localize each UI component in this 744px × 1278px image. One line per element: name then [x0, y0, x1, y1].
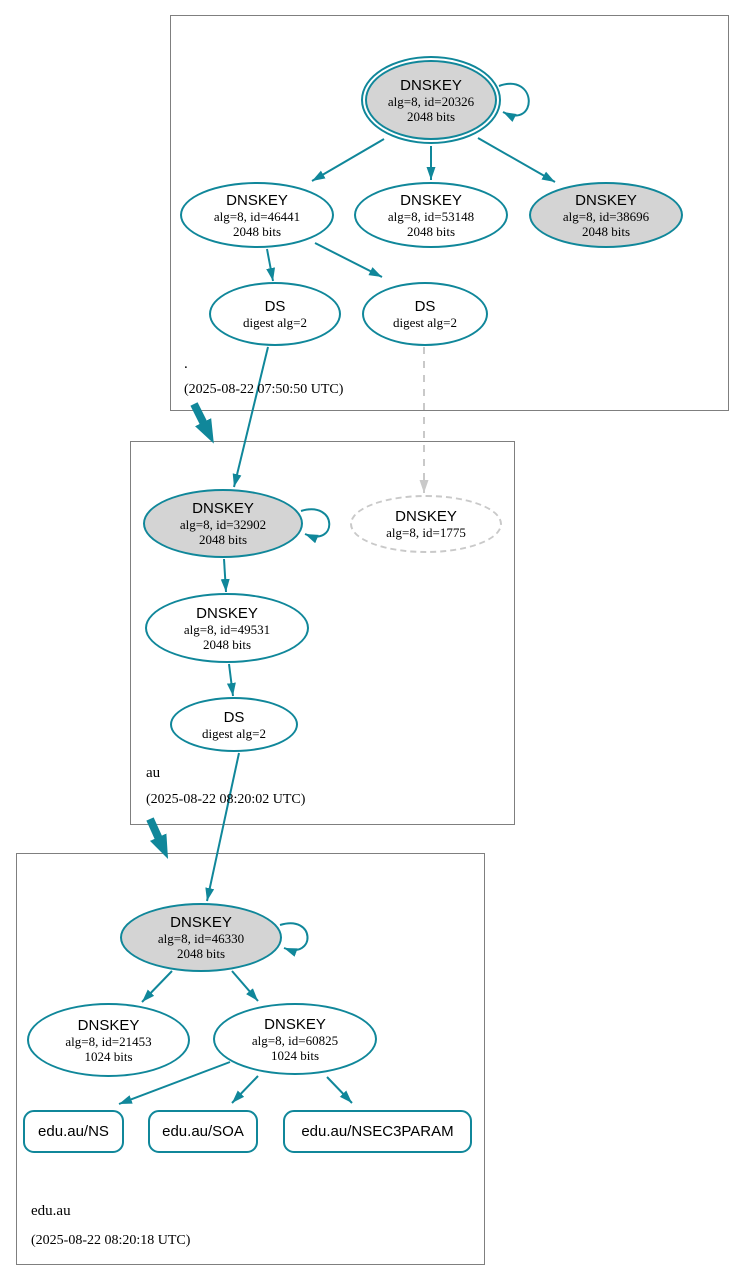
dnskey-title: DNSKEY: [192, 500, 254, 517]
dnskey-bits: 2048 bits: [198, 532, 248, 547]
zone-label-edu-au: edu.au: [31, 1203, 71, 1219]
rrset-label: edu.au/SOA: [162, 1123, 244, 1140]
dnskey-id: alg=8, id=20326: [387, 93, 475, 109]
dnskey-bits: 2048 bits: [581, 223, 631, 239]
zone-box-au: [130, 441, 515, 825]
dnskey-node-49531[interactable]: DNSKEY alg=8, id=49531 2048 bits: [145, 593, 309, 663]
zone-label-au: au: [146, 765, 161, 781]
dnskey-node-46330[interactable]: DNSKEY alg=8, id=46330 2048 bits: [120, 903, 282, 972]
dnskey-bits: 2048 bits: [202, 636, 252, 652]
dnskey-node-32902[interactable]: DNSKEY alg=8, id=32902 2048 bits: [143, 489, 303, 558]
dnskey-id: alg=8, id=38696: [562, 208, 650, 224]
dnskey-node-21453[interactable]: DNSKEY alg=8, id=21453 1024 bits: [27, 1003, 190, 1077]
dnskey-bits: 1024 bits: [84, 1048, 133, 1064]
rrset-node-edu-au-soa[interactable]: edu.au/SOA: [148, 1110, 258, 1153]
dnskey-bits: 2048 bits: [406, 108, 456, 124]
dnskey-title: DNSKEY: [196, 604, 258, 622]
ds-node-root-left[interactable]: DS digest alg=2: [209, 282, 341, 346]
dnskey-node-53148[interactable]: DNSKEY alg=8, id=53148 2048 bits: [354, 182, 508, 248]
rrset-node-edu-au-ns[interactable]: edu.au/NS: [23, 1110, 124, 1153]
dnskey-id: alg=8, id=60825: [251, 1032, 339, 1048]
ds-digest: digest alg=2: [242, 315, 308, 330]
dnskey-title: DNSKEY: [395, 508, 457, 525]
rrset-label: edu.au/NSEC3PARAM: [301, 1123, 454, 1140]
zone-timestamp-edu-au: (2025-08-22 08:20:18 UTC): [31, 1233, 191, 1248]
dnskey-title: DNSKEY: [264, 1015, 326, 1033]
zone-box-root: [170, 15, 729, 411]
ds-title: DS: [264, 298, 286, 315]
dnskey-title: DNSKEY: [400, 191, 462, 209]
ds-digest: digest alg=2: [201, 725, 267, 741]
dnskey-id: alg=8, id=32902: [179, 517, 267, 532]
dnskey-id: alg=8, id=46441: [213, 208, 301, 224]
dnskey-node-38696[interactable]: DNSKEY alg=8, id=38696 2048 bits: [529, 182, 683, 248]
ds-node-au[interactable]: DS digest alg=2: [170, 697, 298, 752]
ds-digest: digest alg=2: [392, 315, 458, 330]
ds-title: DS: [223, 708, 245, 726]
zone-box-edu-au: [16, 853, 485, 1265]
ds-title: DS: [414, 298, 436, 315]
dnskey-id: alg=8, id=1775: [386, 525, 466, 540]
ds-node-root-right[interactable]: DS digest alg=2: [362, 282, 488, 346]
dnskey-id: alg=8, id=49531: [183, 621, 271, 637]
rrset-label: edu.au/NS: [38, 1123, 109, 1140]
dnskey-id: alg=8, id=46330: [157, 931, 245, 946]
rrset-node-edu-au-nsec3param[interactable]: edu.au/NSEC3PARAM: [283, 1110, 472, 1153]
dnskey-bits: 2048 bits: [406, 223, 456, 239]
dnskey-node-1775[interactable]: DNSKEY alg=8, id=1775: [350, 495, 502, 553]
dnskey-node-20326-inner: DNSKEY alg=8, id=20326 2048 bits: [365, 60, 497, 140]
dnskey-id: alg=8, id=53148: [387, 208, 475, 224]
dnskey-title: DNSKEY: [400, 76, 462, 94]
dnskey-id: alg=8, id=21453: [65, 1033, 152, 1049]
dnskey-title: DNSKEY: [77, 1016, 140, 1034]
dnskey-bits: 2048 bits: [232, 223, 282, 239]
dnskey-title: DNSKEY: [226, 191, 288, 209]
dnskey-node-46441[interactable]: DNSKEY alg=8, id=46441 2048 bits: [180, 182, 334, 248]
dnskey-node-60825[interactable]: DNSKEY alg=8, id=60825 1024 bits: [213, 1003, 377, 1075]
dnskey-node-20326[interactable]: DNSKEY alg=8, id=20326 2048 bits: [361, 56, 501, 144]
zone-label-root: .: [184, 356, 188, 372]
dnskey-bits: 2048 bits: [176, 946, 226, 961]
zone-timestamp-au: (2025-08-22 08:20:02 UTC): [146, 792, 306, 807]
dnskey-bits: 1024 bits: [270, 1047, 320, 1063]
dnskey-title: DNSKEY: [170, 914, 232, 931]
zone-timestamp-root: (2025-08-22 07:50:50 UTC): [184, 382, 344, 397]
dnskey-title: DNSKEY: [575, 191, 637, 209]
